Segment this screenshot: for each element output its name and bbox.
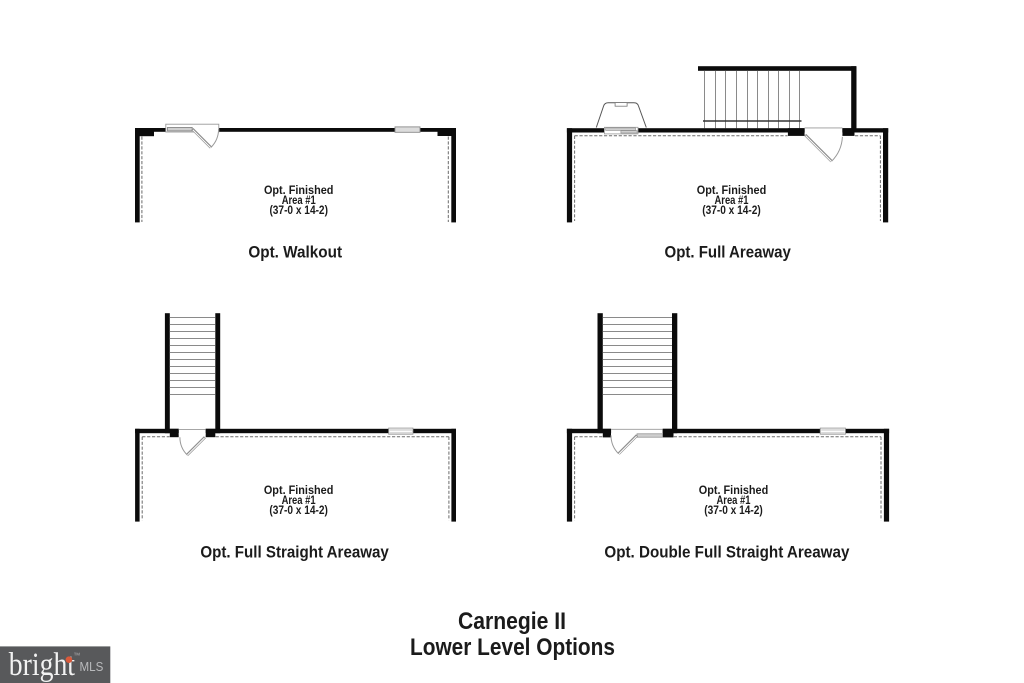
svg-text:(37-0 x 14-2): (37-0 x 14-2) <box>269 203 328 217</box>
svg-text:Lower Level Options: Lower Level Options <box>410 634 615 661</box>
svg-text:Opt. Finished: Opt. Finished <box>699 483 769 497</box>
svg-text:Opt. Full Straight Areaway: Opt. Full Straight Areaway <box>200 544 389 562</box>
svg-text:Carnegie II: Carnegie II <box>458 608 566 635</box>
svg-text:Area #1: Area #1 <box>282 493 316 507</box>
svg-text:Opt. Double Full Straight Area: Opt. Double Full Straight Areaway <box>604 544 850 562</box>
svg-text:Opt. Finished: Opt. Finished <box>264 483 334 497</box>
svg-text:Area #1: Area #1 <box>717 493 751 507</box>
svg-text:bright: bright <box>9 647 75 683</box>
svg-text:™: ™ <box>73 653 80 660</box>
svg-text:(37-0 x 14-2): (37-0 x 14-2) <box>704 503 763 517</box>
svg-text:Opt. Finished: Opt. Finished <box>697 183 767 197</box>
svg-text:MLS: MLS <box>80 660 104 674</box>
svg-text:(37-0 x 14-2): (37-0 x 14-2) <box>702 203 761 217</box>
svg-text:(37-0 x 14-2): (37-0 x 14-2) <box>269 503 328 517</box>
svg-text:Opt. Full Areaway: Opt. Full Areaway <box>665 243 792 261</box>
svg-text:Opt. Walkout: Opt. Walkout <box>248 243 342 261</box>
svg-text:Opt. Finished: Opt. Finished <box>264 183 334 197</box>
svg-text:Area #1: Area #1 <box>715 193 749 207</box>
svg-text:Area #1: Area #1 <box>282 193 316 207</box>
